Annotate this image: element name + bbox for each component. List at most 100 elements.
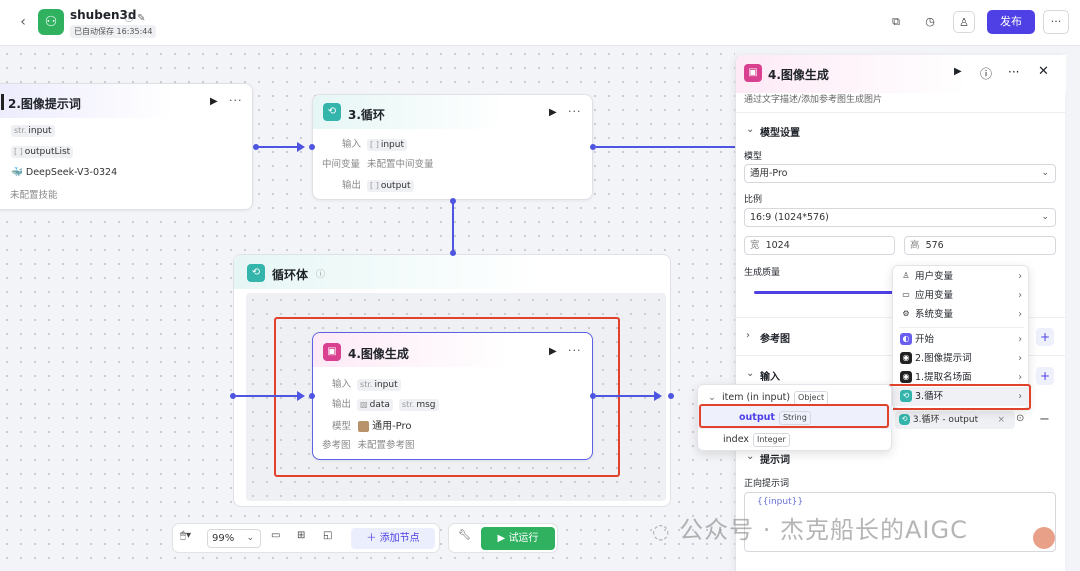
input-ref-value: 3.循环 - output [912,415,979,425]
copy-icon[interactable]: ⧉ [892,15,900,28]
model-label: 模型 [744,152,763,162]
node-loop[interactable]: ⟲ 3.循环 ▶ ··· 输入 [ ]input 中间变量 未配置中间变量 输出… [312,94,593,200]
menu-item-app-vars[interactable]: ▭应用变量› [893,286,1030,305]
node-title: 4.图像生成 [348,347,409,361]
connector-line [258,146,298,148]
section-reference-image[interactable]: 参考图 [760,334,790,345]
add-input-button[interactable]: + [1036,367,1054,385]
loop-icon: ⟲ [247,264,265,282]
submenu-item-item[interactable]: ⌄ item (in input)Object [708,391,829,405]
chevron-down-icon[interactable]: ⌄ [746,368,755,379]
menu-item-extract-scenes[interactable]: ◉1.提取名场面› [893,368,1030,387]
watermark-text: 公众号 · 杰克船长的AIGC [679,516,968,544]
model-select[interactable]: 通用-Pro⌄ [744,164,1056,183]
section-input[interactable]: 输入 [760,372,780,383]
chevron-down-icon[interactable]: ⌄ [746,124,755,135]
play-icon[interactable]: ▶ [549,107,557,118]
section-model-settings[interactable]: 模型设置 [760,128,800,139]
wrench-icon[interactable]: 🔧︎ [458,530,471,541]
connector-port[interactable] [668,393,674,399]
more-icon[interactable]: ··· [568,105,582,118]
node-image-generate[interactable]: ▣ 4.图像生成 ▶ ··· 输入 str.input 输出 ▨data str… [312,332,593,460]
more-icon[interactable]: ··· [1008,65,1020,79]
connector-port[interactable] [450,198,456,204]
deepseek-icon: 🐳 [11,167,23,178]
type-badge: Object [794,391,829,405]
add-ref-button[interactable]: + [1036,328,1054,346]
test-run-button[interactable]: ▶ 试运行 [481,527,555,550]
loop-body-canvas[interactable] [246,293,666,501]
type-array: [ ] [370,140,379,149]
skill-status: 未配置技能 [10,190,58,201]
start-icon: ◐ [900,333,912,345]
type-badge: String [778,411,811,425]
section-prompt[interactable]: 提示词 [760,455,790,466]
play-icon[interactable]: ▶ [210,96,218,107]
menu-item-user-vars[interactable]: ♙用户变量› [893,267,1030,286]
chevron-right-icon: › [1018,334,1022,345]
connector-port[interactable] [590,144,596,150]
publish-button[interactable]: 发布 [987,10,1035,34]
top-bar [0,0,1080,46]
history-icon[interactable]: ◷ [925,15,935,28]
user-settings-icon[interactable]: ♙ [953,11,975,33]
positive-prompt-input[interactable]: {{input}} [744,492,1056,552]
more-icon[interactable]: ··· [229,94,243,107]
menu-item-start[interactable]: ◐开始› [893,330,1030,349]
output-var-msg: msg [416,400,436,410]
model-label: 模型 [332,421,352,432]
positive-prompt-label: 正向提示词 [744,479,790,489]
layout-icon[interactable]: ⊞ [297,530,306,541]
input-label: 输入 [342,139,362,150]
remove-icon[interactable]: − [1039,412,1050,427]
input-ref-selector[interactable]: ⟲ 3.循环 - output × [895,411,1015,429]
connector-port[interactable] [309,393,315,399]
chevron-down-icon: ⌄ [246,533,254,543]
chevron-right-icon[interactable]: › [746,330,750,341]
test-run-label: 试运行 [508,533,539,544]
connector-port[interactable] [309,144,315,150]
model-value: 通用-Pro [750,168,788,179]
width-input[interactable]: 宽 1024 [744,236,895,255]
quality-slider[interactable] [754,291,904,294]
connector-arrow [297,391,305,401]
menu-item-loop[interactable]: ⟲3.循环› [893,387,1030,406]
mouse-mode-icon[interactable]: 🖱︎▾ [180,530,192,541]
ratio-select[interactable]: 16:9 (1024*576)⌄ [744,208,1056,227]
quality-label: 生成质量 [744,268,781,278]
type-str: str. [401,400,415,409]
chevron-down-icon: ⌄ [1041,212,1049,222]
loop-body-container[interactable]: ⟲ 循环体 ⓘ [233,254,671,507]
loop-icon: ⟲ [899,414,910,425]
back-arrow-icon[interactable]: ‹ [20,14,26,30]
avatar[interactable] [1033,527,1055,549]
zoom-select[interactable]: 99% ⌄ [207,529,261,548]
connector-line [452,203,454,251]
connector-port[interactable] [230,393,236,399]
minimap-icon[interactable]: ◱ [323,530,333,541]
connector-port[interactable] [253,144,259,150]
more-button[interactable]: ··· [1043,10,1069,34]
image-gen-icon: ▣ [323,343,341,361]
node-image-prompt[interactable]: 2.图像提示词 ▶ ··· str.input [ ]outputList 🐳 … [0,83,253,210]
menu-item-system-vars[interactable]: ⚙系统变量› [893,305,1030,324]
chevron-down-icon[interactable]: ⌄ [746,451,755,462]
connector-port[interactable] [590,393,596,399]
add-node-button[interactable]: ＋ 添加节点 [351,528,435,549]
variable-picker-icon[interactable]: ⊙ [1016,413,1025,424]
app-info-edit-icons[interactable]: ⓘ ✎ [124,13,146,24]
play-icon[interactable]: ▶ [549,346,557,357]
image-type-icon: ▨ [360,400,368,409]
clear-icon[interactable]: × [997,415,1005,425]
help-icon[interactable]: ⓘ [980,67,993,81]
comment-icon[interactable]: ▭ [271,530,281,541]
play-icon[interactable]: ▶ [954,66,962,77]
close-icon[interactable]: ✕ [1038,64,1049,79]
connector-port[interactable] [450,250,456,256]
zoom-value: 99% [212,533,235,544]
menu-item-image-prompt[interactable]: ◉2.图像提示词› [893,349,1030,368]
height-input[interactable]: 高 576 [904,236,1056,255]
more-icon[interactable]: ··· [568,344,582,357]
